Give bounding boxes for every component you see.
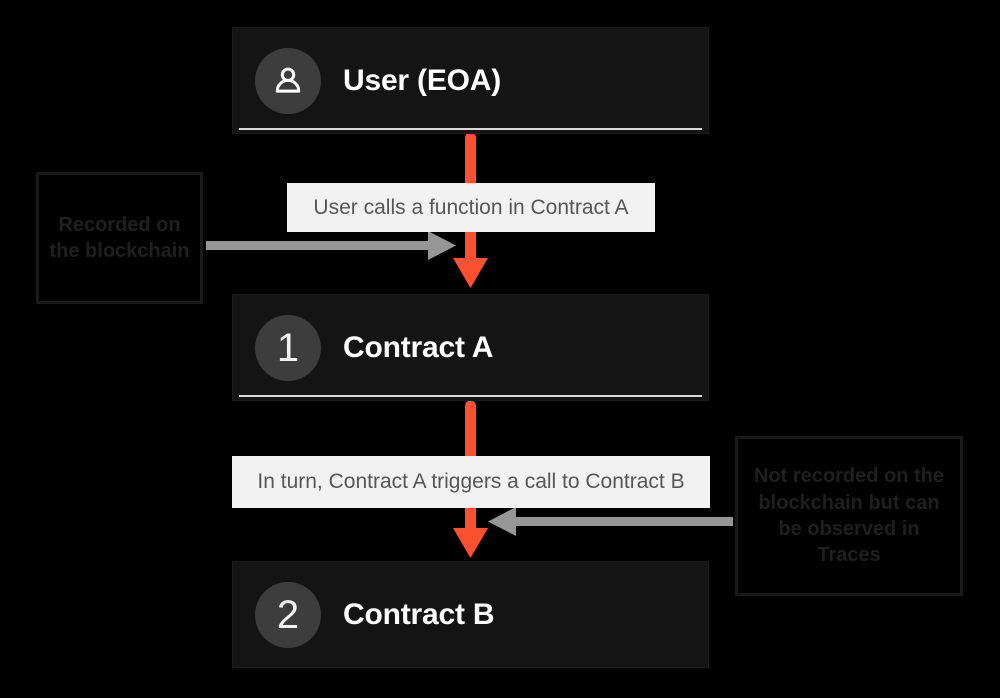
step-number-badge-1: 1 [255,314,321,381]
step-number-badge-2: 2 [255,581,321,648]
node-contract-b-label: Contract B [343,597,495,631]
note-not-recorded-on-blockchain: Not recorded on the blockchain but can b… [735,436,963,596]
node-contract-b[interactable]: 2 Contract B [232,561,709,668]
note-not-recorded-on-blockchain-text: Not recorded on the blockchain but can b… [753,465,944,567]
step-number-2: 2 [276,592,300,637]
message-label-user-calls-contract-a: User calls a function in Contract A [287,183,655,232]
node-user-label: User (EOA) [343,63,502,97]
step-number-1: 1 [276,325,300,370]
node-contract-a[interactable]: 1 Contract A [232,294,709,401]
note-recorded-on-blockchain-text: Recorded on the blockchain [49,213,190,262]
person-icon [275,67,301,93]
node-contract-a-label: Contract A [343,330,494,364]
node-user[interactable]: User (EOA) [232,27,709,134]
user-avatar-badge [255,47,321,114]
message-label-contract-a-triggers-contract-b: In turn, Contract A triggers a call to C… [232,456,710,508]
note-recorded-on-blockchain: Recorded on the blockchain [36,172,203,304]
